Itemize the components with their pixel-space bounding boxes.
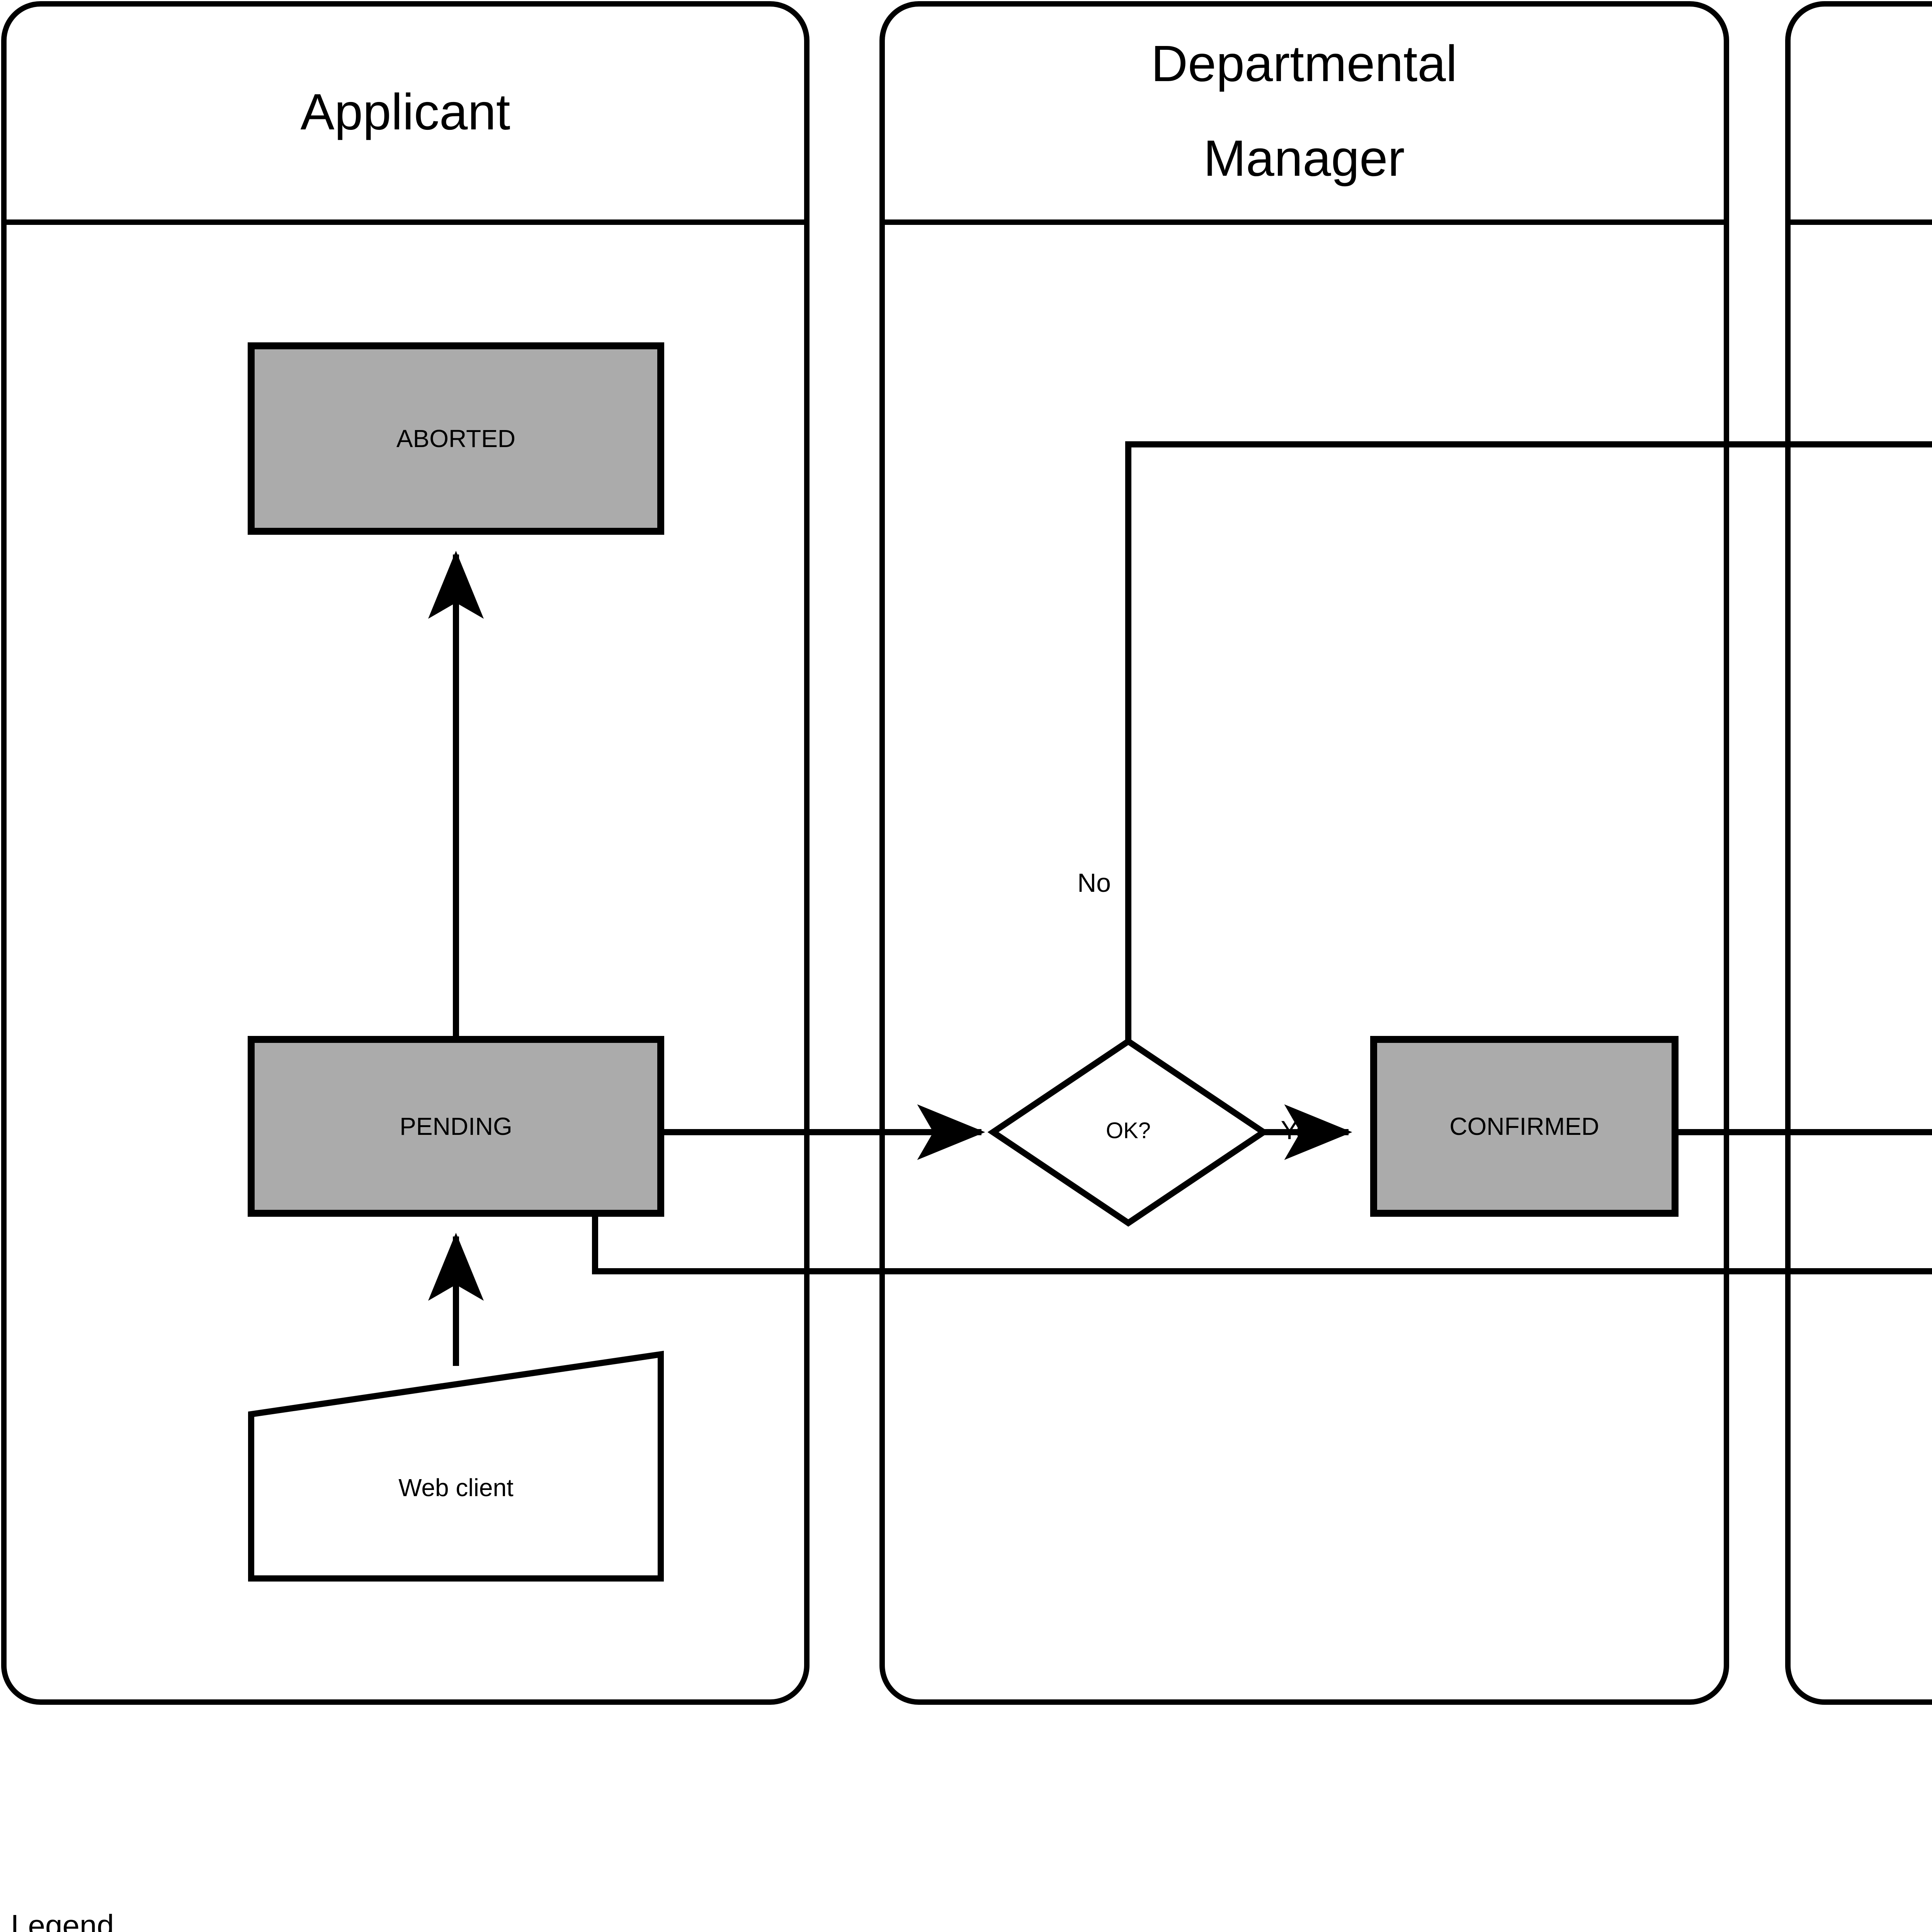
node-pending-box[interactable] — [248, 1036, 664, 1217]
edge-dm-no-to-rejected — [1125, 441, 1932, 1050]
pool-applicant-title: Applicant — [300, 83, 510, 140]
node-pending-label: PENDING — [400, 1112, 512, 1140]
node-confirmed[interactable]: CONFIRMED — [1370, 1036, 1679, 1217]
node-web-client-label: Web client — [398, 1474, 514, 1502]
node-dm-decision-shape[interactable] — [987, 1037, 1269, 1227]
edge-label-dm-no: No — [1077, 868, 1111, 898]
edge-labels: No Yes No Yes — [1077, 868, 1324, 1145]
pool-dept-manager-title-line2: Manager — [1204, 130, 1405, 187]
pool-hr-department-frame — [1785, 1, 1932, 1705]
pool-dept-manager: Departmental Manager — [879, 1, 1729, 1705]
node-pending[interactable]: PENDING — [248, 1036, 664, 1217]
flow-connectors — [428, 441, 1932, 1366]
edge-label-dm-yes: Yes — [1281, 1116, 1324, 1145]
node-web-client-shape[interactable] — [248, 1350, 664, 1582]
pool-dept-manager-title-line1: Departmental — [1151, 35, 1457, 92]
pool-dept-manager-frame — [879, 1, 1729, 1705]
legend: Legend Status CONFIRMED — [11, 1908, 114, 1932]
node-confirmed-box[interactable] — [1370, 1036, 1679, 1217]
pool-hr-department: HR Department — [1785, 1, 1932, 1705]
node-confirmed-label: CONFIRMED — [1449, 1112, 1599, 1140]
node-aborted-box[interactable] — [248, 342, 664, 535]
node-dm-decision[interactable]: OK? — [987, 1037, 1269, 1227]
node-aborted[interactable]: ABORTED — [248, 342, 664, 535]
edge-pending-loop-to-hr-decision — [592, 1213, 1932, 1274]
legend-title: Legend — [11, 1908, 114, 1932]
node-web-client[interactable]: Web client — [248, 1350, 664, 1582]
node-aborted-label: ABORTED — [396, 425, 515, 452]
node-dm-decision-label: OK? — [1106, 1118, 1151, 1143]
